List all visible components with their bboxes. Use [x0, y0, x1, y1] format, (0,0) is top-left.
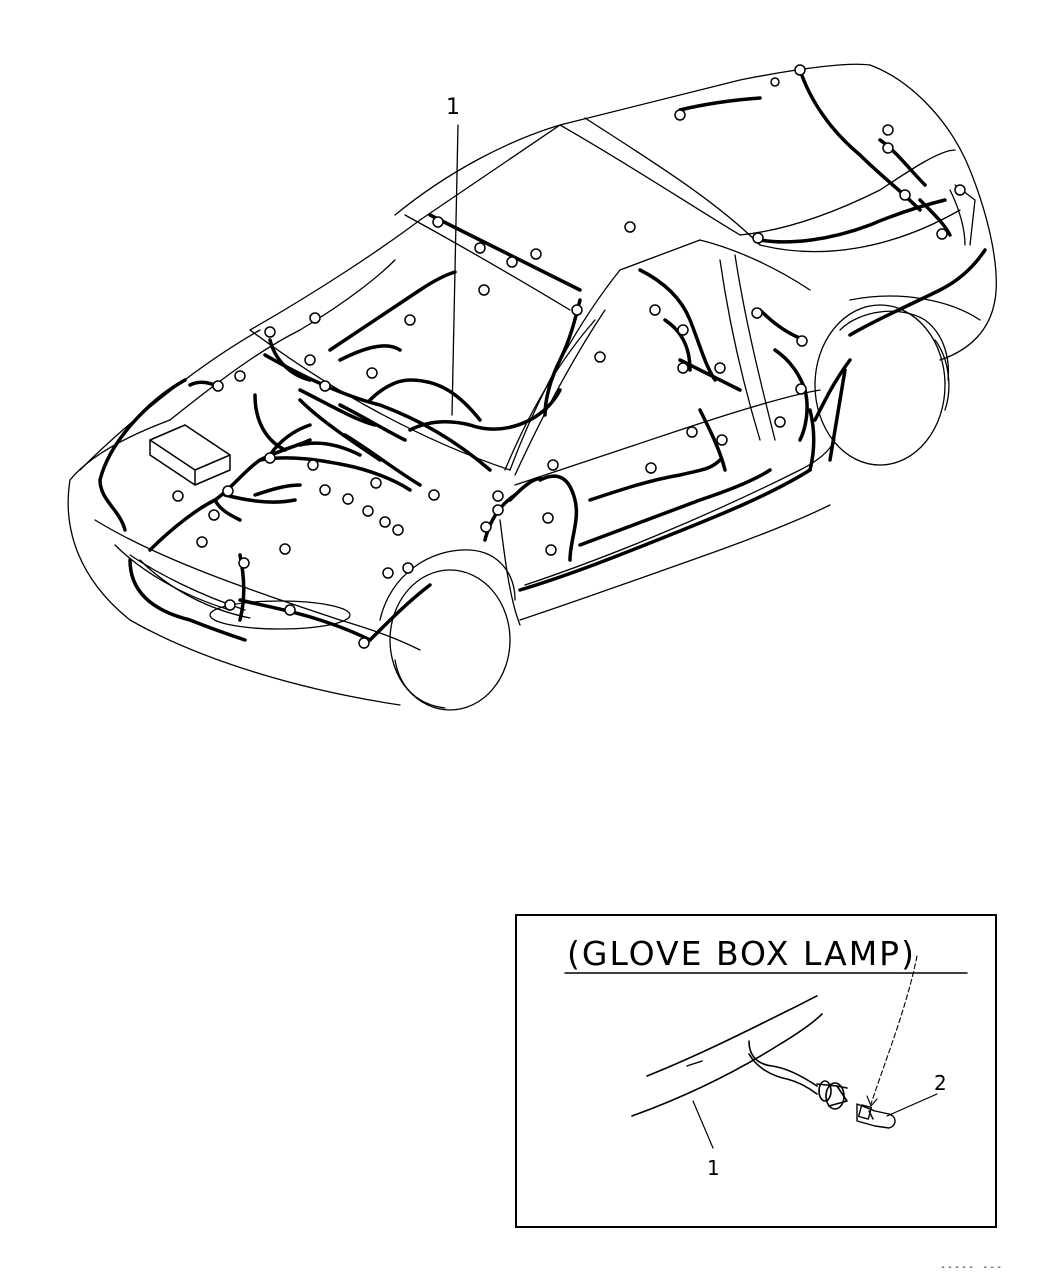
inset-harness-lower	[631, 1013, 823, 1117]
inset-harness-upper	[646, 995, 818, 1077]
lamp-socket	[816, 1080, 848, 1110]
reference-code: ----- ---	[940, 1262, 1004, 1273]
callout-leader-main	[451, 124, 459, 416]
inset-callout-harness: 1	[707, 1156, 720, 1180]
inset-callout-bulb: 2	[934, 1071, 947, 1095]
inset-branch-wire	[748, 1040, 818, 1087]
inset-leader-2	[886, 1093, 938, 1117]
inset-leader-dashed	[870, 955, 918, 1105]
glove-box-lamp-inset: (GLOVE BOX LAMP)	[515, 914, 997, 1228]
lamp-bulb	[856, 1103, 896, 1129]
ecu-box	[149, 424, 231, 486]
inset-title: (GLOVE BOX LAMP)	[567, 934, 916, 973]
wiring-harness-main	[98, 68, 987, 642]
car-body-outline	[67, 63, 997, 711]
inset-leader-1	[692, 1100, 714, 1149]
connectors	[172, 64, 966, 649]
callout-number-main-harness: 1	[446, 95, 460, 120]
glove-box-lamp-illustration	[564, 955, 968, 1149]
